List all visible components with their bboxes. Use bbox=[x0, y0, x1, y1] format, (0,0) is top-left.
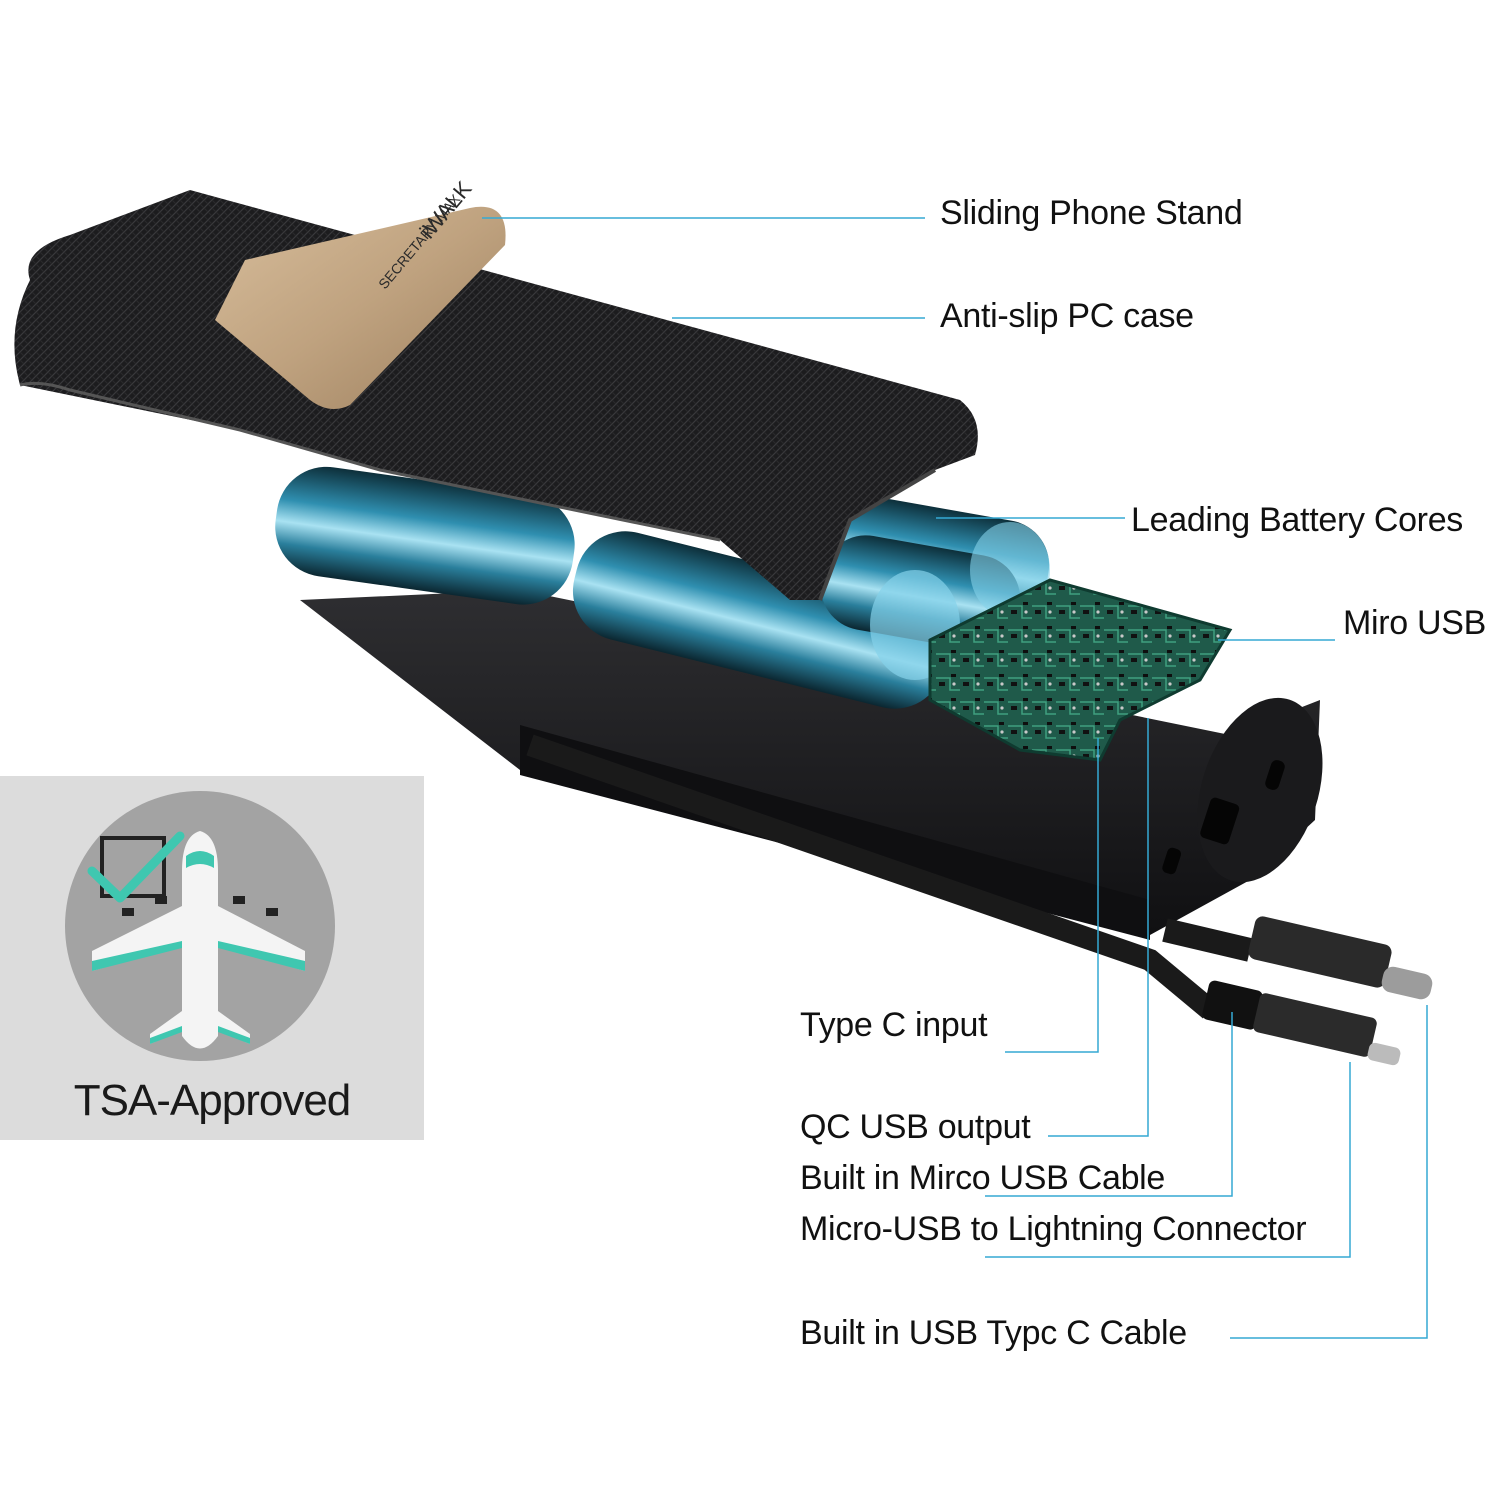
tsa-approved-badge: TSA-Approved bbox=[0, 776, 424, 1140]
usb-port bbox=[1200, 797, 1240, 845]
type-c-connector bbox=[1248, 916, 1392, 988]
leader-qc-usb-output bbox=[1048, 718, 1149, 1137]
callout-anti-slip-pc-case: Anti-slip PC case bbox=[940, 297, 1194, 335]
type-c-port bbox=[1265, 760, 1285, 790]
callout-miro-usb: Miro USB bbox=[1343, 604, 1487, 642]
callout-type-c-input: Type C input bbox=[800, 1006, 988, 1044]
checkbox-icon bbox=[100, 836, 166, 898]
leader-built-in-usb-typc-c-cable bbox=[1230, 1005, 1428, 1339]
base-shell bbox=[300, 590, 1323, 940]
tsa-approved-label: TSA-Approved bbox=[73, 1076, 352, 1125]
leader-type-c-input bbox=[1005, 738, 1099, 1053]
micro-usb-port bbox=[1162, 847, 1182, 875]
airplane-icon bbox=[92, 831, 305, 1049]
airplane-checkbox-icon bbox=[65, 791, 335, 1061]
micro-usb-connector bbox=[1202, 980, 1263, 1030]
circuit-board bbox=[928, 578, 1233, 762]
flat-cable bbox=[1162, 918, 1253, 962]
callout-leading-battery-cores: Leading Battery Cores bbox=[1131, 501, 1464, 539]
lightning-tip bbox=[1367, 1042, 1401, 1066]
callout-built-in-mirco-usb-cable: Built in Mirco USB Cable bbox=[800, 1159, 1166, 1197]
battery-cell bbox=[572, 531, 948, 709]
callout-sliding-phone-stand: Sliding Phone Stand bbox=[940, 194, 1243, 232]
leader-lines bbox=[482, 217, 1428, 1339]
lightning-adapter bbox=[1253, 993, 1377, 1057]
leader-built-in-mirco-usb-cable bbox=[985, 1012, 1233, 1197]
flat-cable bbox=[526, 734, 1218, 1019]
type-c-tip bbox=[1381, 966, 1433, 1000]
callout-qc-usb-output: QC USB output bbox=[800, 1108, 1031, 1146]
checkmark-icon bbox=[87, 831, 185, 903]
leader-micro-usb-to-lightning bbox=[985, 1062, 1351, 1258]
callout-built-in-usb-typc-c-cable: Built in USB Typc C Cable bbox=[800, 1314, 1187, 1352]
cables bbox=[526, 734, 1433, 1066]
battery-cell bbox=[275, 466, 575, 605]
callout-micro-usb-to-lightning: Micro-USB to Lightning Connector bbox=[800, 1210, 1307, 1248]
